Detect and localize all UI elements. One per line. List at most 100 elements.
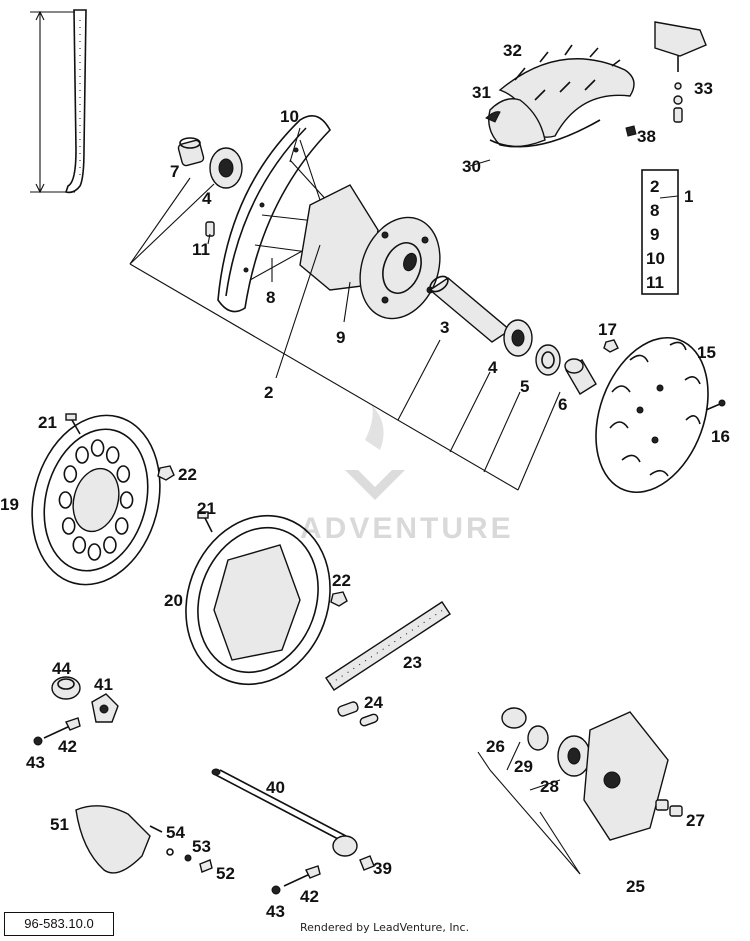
kit-item-2: 2 (650, 177, 659, 196)
kit-item-9: 9 (650, 225, 659, 244)
sprocket-hole (103, 536, 117, 554)
adjuster-washer-upper (33, 736, 43, 746)
sprocket-small (185, 514, 331, 686)
sprocket-bolt-upper (65, 413, 81, 435)
render-credit: Rendered by LeadVenture, Inc. (300, 921, 470, 934)
guard-screw (199, 859, 213, 873)
kit-label: 1 (684, 187, 693, 206)
callout-19: 19 (0, 495, 19, 514)
callout-10: 10 (280, 107, 299, 126)
damper-rubbers (655, 799, 683, 817)
callout-21-upper: 21 (38, 413, 57, 432)
callout-numbers: 7 10 4 11 8 9 2 3 4 5 6 32 31 30 33 38 1… (0, 41, 730, 921)
callout-4-right: 4 (488, 358, 498, 377)
callout-21-lower: 21 (197, 499, 216, 518)
callout-43-lower: 43 (266, 902, 285, 921)
callout-33: 33 (694, 79, 713, 98)
disc-nut (603, 339, 619, 353)
wheel-bearing-right (503, 319, 533, 357)
sprocket-hole (75, 446, 89, 464)
callout-32: 32 (503, 41, 522, 60)
sprocket-bolt-lower (197, 511, 213, 533)
callout-25: 25 (626, 877, 645, 896)
callout-42-lower: 42 (300, 887, 319, 906)
callout-20: 20 (164, 591, 183, 610)
sprocket-hole (58, 491, 73, 509)
nipple-screw (205, 221, 215, 237)
kit-box: 2 8 9 10 11 1 (641, 169, 693, 295)
callout-23: 23 (403, 653, 422, 672)
sprocket-nut-upper (157, 465, 175, 481)
sprocket-hole (119, 491, 134, 509)
callout-22-lower: 22 (332, 571, 351, 590)
callout-22-upper: 22 (178, 465, 197, 484)
callout-11: 11 (192, 240, 210, 259)
callout-40: 40 (266, 778, 285, 797)
callout-38: 38 (637, 127, 656, 146)
adjuster-nut (51, 676, 81, 700)
callout-5: 5 (520, 377, 529, 396)
leader-lines (129, 127, 679, 875)
watermark: ADVENTURE (300, 405, 514, 545)
chain-adjuster (91, 693, 119, 723)
callout-15: 15 (697, 343, 716, 362)
wheel-bearing-left (209, 147, 243, 189)
brake-disc (595, 336, 709, 494)
callout-4-upper: 4 (202, 189, 212, 208)
chain-guard (75, 805, 163, 874)
callout-43-upper: 43 (26, 753, 45, 772)
cush-drive-bearing (557, 735, 591, 777)
sprocket-nut-lower (330, 591, 348, 607)
callout-26: 26 (486, 737, 505, 756)
sprocket-hole (90, 439, 105, 457)
rear-axle (211, 768, 358, 857)
kit-item-11: 11 (646, 273, 664, 292)
inner-tube (485, 98, 546, 148)
callout-44: 44 (52, 659, 71, 678)
rim-band (489, 119, 601, 148)
callout-52: 52 (216, 864, 235, 883)
callout-7: 7 (170, 162, 179, 181)
sprocket-hole (61, 517, 76, 535)
sprocket-hole (114, 517, 129, 535)
callout-9: 9 (336, 328, 345, 347)
axle-spacer (564, 358, 597, 395)
sprocket-large (31, 414, 161, 586)
callout-39: 39 (373, 859, 392, 878)
shaft-seal (535, 344, 561, 376)
valve-cap (625, 125, 637, 137)
bushing (177, 137, 205, 167)
callout-42-upper: 42 (58, 737, 77, 756)
callout-6: 6 (558, 395, 567, 414)
drive-chain (325, 601, 451, 691)
kit-item-8: 8 (650, 201, 659, 220)
kit-item-10: 10 (646, 249, 665, 268)
reference-code: 96-583.10.0 (4, 912, 114, 936)
callout-30: 30 (462, 157, 481, 176)
rear-rim (217, 114, 331, 313)
cush-drive-bushing (501, 707, 527, 729)
callout-8: 8 (266, 288, 275, 307)
callout-27: 27 (686, 811, 705, 830)
sprocket-carrier (583, 711, 669, 841)
disc-screw (705, 399, 726, 411)
sprocket-hole (116, 465, 131, 483)
adjuster-bolt-lower (283, 865, 321, 887)
rim-lock (654, 21, 707, 123)
watermark-text: ADVENTURE (300, 512, 514, 545)
callout-54: 54 (166, 823, 185, 842)
callout-29: 29 (514, 757, 533, 776)
callout-2: 2 (264, 383, 273, 402)
callout-17: 17 (598, 320, 617, 339)
callout-24: 24 (364, 693, 383, 712)
chain-joint (337, 701, 379, 727)
spoke-length-gauge (30, 9, 87, 194)
cush-drive-seal (527, 725, 549, 751)
callout-51: 51 (50, 815, 69, 834)
callout-41: 41 (94, 675, 113, 694)
sprocket-hole (63, 465, 78, 483)
sprocket-hole (105, 446, 120, 464)
rear-hub (299, 184, 441, 320)
callout-28: 28 (540, 777, 559, 796)
